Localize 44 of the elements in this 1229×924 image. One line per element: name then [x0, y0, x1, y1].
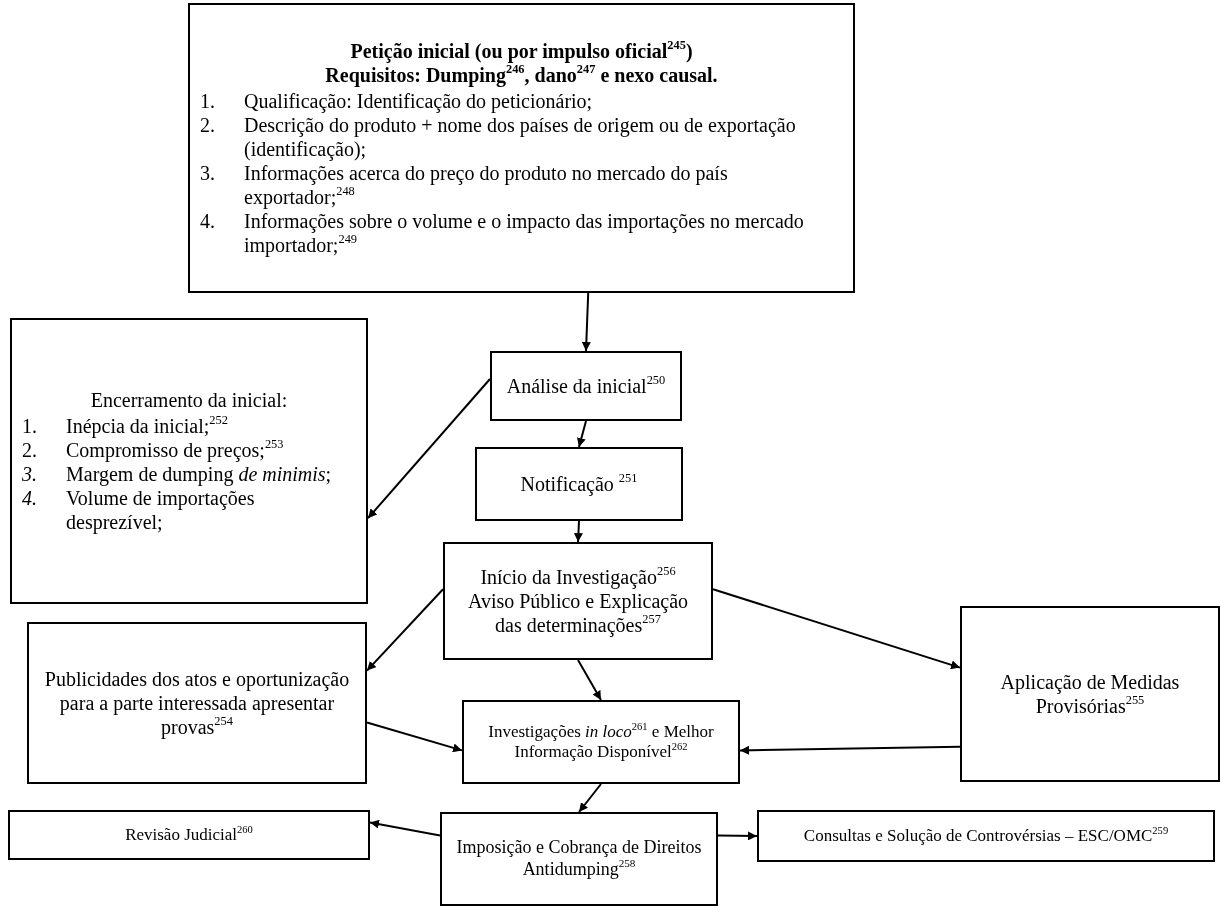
arrow: [712, 588, 961, 670]
list-item: 1. Inépcia da inicial;$^{252}$: [22, 414, 229, 438]
process-box: [27, 622, 367, 784]
arrow: [366, 721, 463, 753]
box-heading: Petição inicial (ou por impulso oficial$^{245}$): [349, 39, 694, 63]
arrow: [578, 783, 602, 813]
box-text: Análise da inicial$^{250}$: [505, 374, 667, 398]
arrow: [573, 520, 583, 543]
arrow: [577, 659, 602, 701]
box-text: Notificação $^{251}$: [519, 472, 639, 496]
list-item: 3. Informações acerca do preço do produto no mercado do país exportador;$^{248}$: [200, 161, 729, 209]
list-item: 3. Margem de dumping de minimis;: [22, 462, 333, 486]
arrow: [366, 588, 444, 672]
arrow: [717, 831, 758, 841]
box-text: Investigações in loco$^{261}$ e Melhor Informação Disponível$^{262}$: [487, 721, 715, 763]
process-box: [10, 318, 368, 604]
list-item: 2. Descrição do produto + nome dos países de origem ou de exportação (identificação);: [200, 113, 797, 161]
process-box: [8, 810, 370, 860]
list-item: 4. Informações sobre o volume e o impacto das importações no mercado importador;$^{249}$: [200, 209, 805, 257]
box-text: Imposição e Cobrança de Direitos Antidumping$^{258}$: [455, 837, 703, 881]
process-box: [443, 542, 713, 660]
process-box: [475, 447, 683, 521]
arrow: [739, 745, 961, 755]
box-text: Requisitos: Dumping$^{246}$, dano$^{247}$ e nexo causal.: [324, 63, 719, 87]
box-text: Publicidades dos atos e oportunização para a parte interessada apresentar provas$^{254}$: [43, 667, 351, 739]
process-box: [960, 606, 1220, 782]
list-item: 1. Qualificação: Identificação do peticionário;: [200, 89, 594, 113]
process-box: [462, 700, 740, 784]
list-item: 2. Compromisso de preços;$^{253}$: [22, 438, 285, 462]
arrow: [577, 420, 587, 448]
process-box: [490, 351, 682, 421]
box-text: Aplicação de Medidas Provisórias$^{255}$: [999, 670, 1181, 718]
process-box: [440, 812, 718, 906]
box-text: Aviso Público e Explicação das determinações$^{257}$: [466, 589, 690, 637]
box-heading: Encerramento da inicial:: [89, 388, 289, 412]
box-text: Revisão Judicial$^{260}$: [124, 824, 254, 846]
process-box: [188, 3, 855, 293]
box-heading: Início da Investigação$^{256}$: [479, 565, 677, 589]
process-box: [757, 810, 1215, 862]
list-item: 4. Volume de importações desprezível;: [22, 486, 256, 534]
arrow: [581, 292, 591, 352]
arrow: [369, 819, 441, 837]
box-text: Consultas e Solução de Controvérsias – ESC/OMC$^{259}$: [802, 825, 1170, 847]
arrow: [367, 378, 491, 520]
